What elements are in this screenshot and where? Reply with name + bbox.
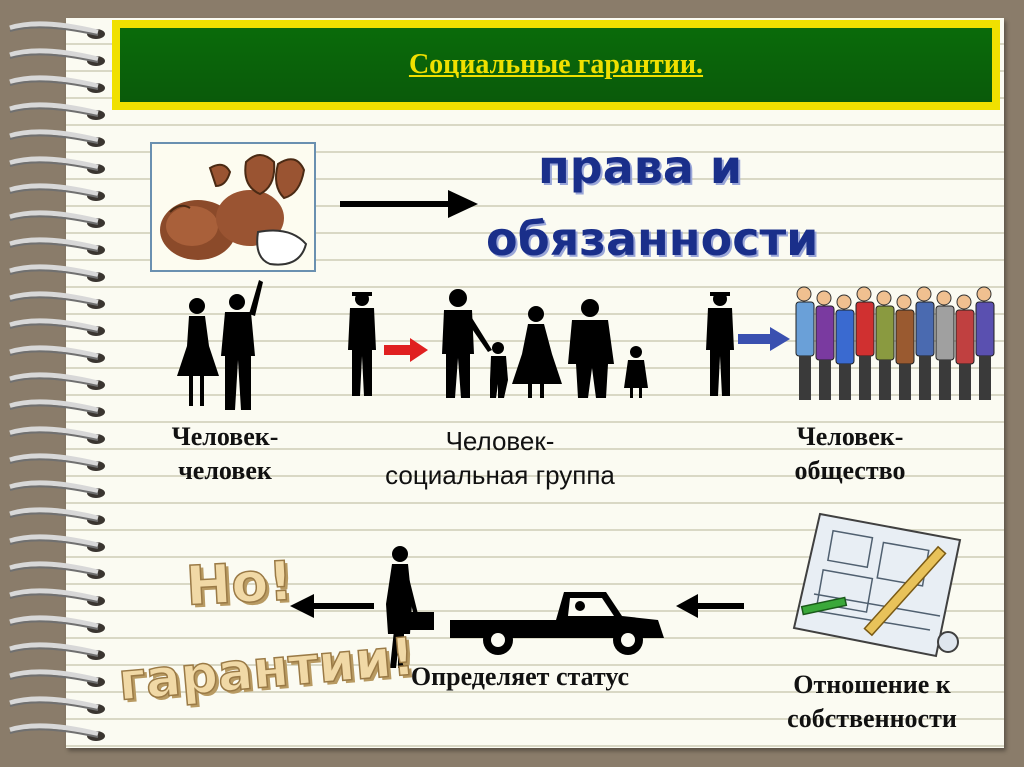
spiral-ring xyxy=(9,507,105,525)
slide-title: Социальные гарантии. xyxy=(408,49,704,80)
spiral-ring xyxy=(9,156,105,174)
label-person-society-line2: общество xyxy=(794,456,906,485)
crowd-person xyxy=(855,286,875,400)
crowd-clipart-icon xyxy=(795,286,995,400)
spiral-ring xyxy=(9,183,105,201)
car-silhouette-icon xyxy=(450,592,664,655)
label-person-society: Человек- общество xyxy=(770,420,930,488)
title-bar: Социальные гарантии. xyxy=(112,20,1000,110)
baby-clipart-icon xyxy=(150,142,316,272)
crowd-person xyxy=(955,294,975,400)
spiral-ring xyxy=(9,318,105,336)
spiral-ring xyxy=(9,615,105,633)
label-property-line1: Отношение к xyxy=(793,670,951,699)
arrow-left-icon-right xyxy=(676,594,744,618)
wordart-but: Но! xyxy=(184,548,296,618)
spiral-ring xyxy=(9,723,105,741)
crowd-person xyxy=(915,286,935,400)
spiral-ring xyxy=(9,21,105,39)
spiral-ring xyxy=(9,48,105,66)
label-person-person-line1: Человек- xyxy=(171,422,279,451)
crowd-person xyxy=(815,290,835,400)
spiral-ring xyxy=(9,129,105,147)
label-person-society-line1: Человек- xyxy=(796,422,904,451)
blueprint-clipart-icon xyxy=(792,512,962,658)
label-status: Определяет статус xyxy=(410,662,630,691)
crowd-person xyxy=(795,286,815,400)
crowd-person xyxy=(975,286,995,400)
label-person-group-line1: Человек- xyxy=(445,426,555,456)
label-person-group-line2: социальная группа xyxy=(385,460,615,490)
label-person-person: Человек- человек xyxy=(140,420,310,488)
person-red-arrow-icon xyxy=(348,292,428,396)
spiral-ring xyxy=(9,561,105,579)
spiral-ring xyxy=(9,426,105,444)
label-property: Отношение к собственности xyxy=(752,668,992,736)
spiral-ring xyxy=(9,102,105,120)
arrow-right-icon xyxy=(340,190,478,218)
crowd-person xyxy=(935,290,955,400)
spiral-ring xyxy=(9,291,105,309)
spiral-ring xyxy=(9,669,105,687)
label-person-group: Человек- социальная группа xyxy=(345,424,655,492)
spiral-ring xyxy=(9,210,105,228)
label-property-line2: собственности xyxy=(787,704,957,733)
person-blue-arrow-icon xyxy=(706,292,790,396)
spiral-ring xyxy=(9,642,105,660)
spiral-ring xyxy=(9,696,105,714)
spiral-ring xyxy=(9,372,105,390)
arrow-left-icon-left xyxy=(290,594,374,618)
couple-silhouette-icon xyxy=(177,280,263,410)
family-silhouette-icon xyxy=(442,289,648,398)
spiral-ring xyxy=(9,588,105,606)
crowd-person xyxy=(835,294,855,400)
crowd-person xyxy=(895,294,915,400)
rights-line1: права и xyxy=(538,140,743,194)
label-person-person-line2: человек xyxy=(178,456,272,485)
rights-line2: обязанности xyxy=(486,212,819,266)
spiral-ring xyxy=(9,534,105,552)
title-panel: Социальные гарантии. xyxy=(120,28,992,102)
crowd-person xyxy=(875,290,895,400)
spiral-ring xyxy=(9,237,105,255)
spiral-ring xyxy=(9,75,105,93)
spiral-binding-icon xyxy=(9,21,105,741)
spiral-ring xyxy=(9,399,105,417)
woman-briefcase-silhouette-icon xyxy=(386,546,434,668)
spiral-ring xyxy=(9,264,105,282)
spiral-ring xyxy=(9,453,105,471)
spiral-ring xyxy=(9,345,105,363)
spiral-ring xyxy=(9,480,105,498)
